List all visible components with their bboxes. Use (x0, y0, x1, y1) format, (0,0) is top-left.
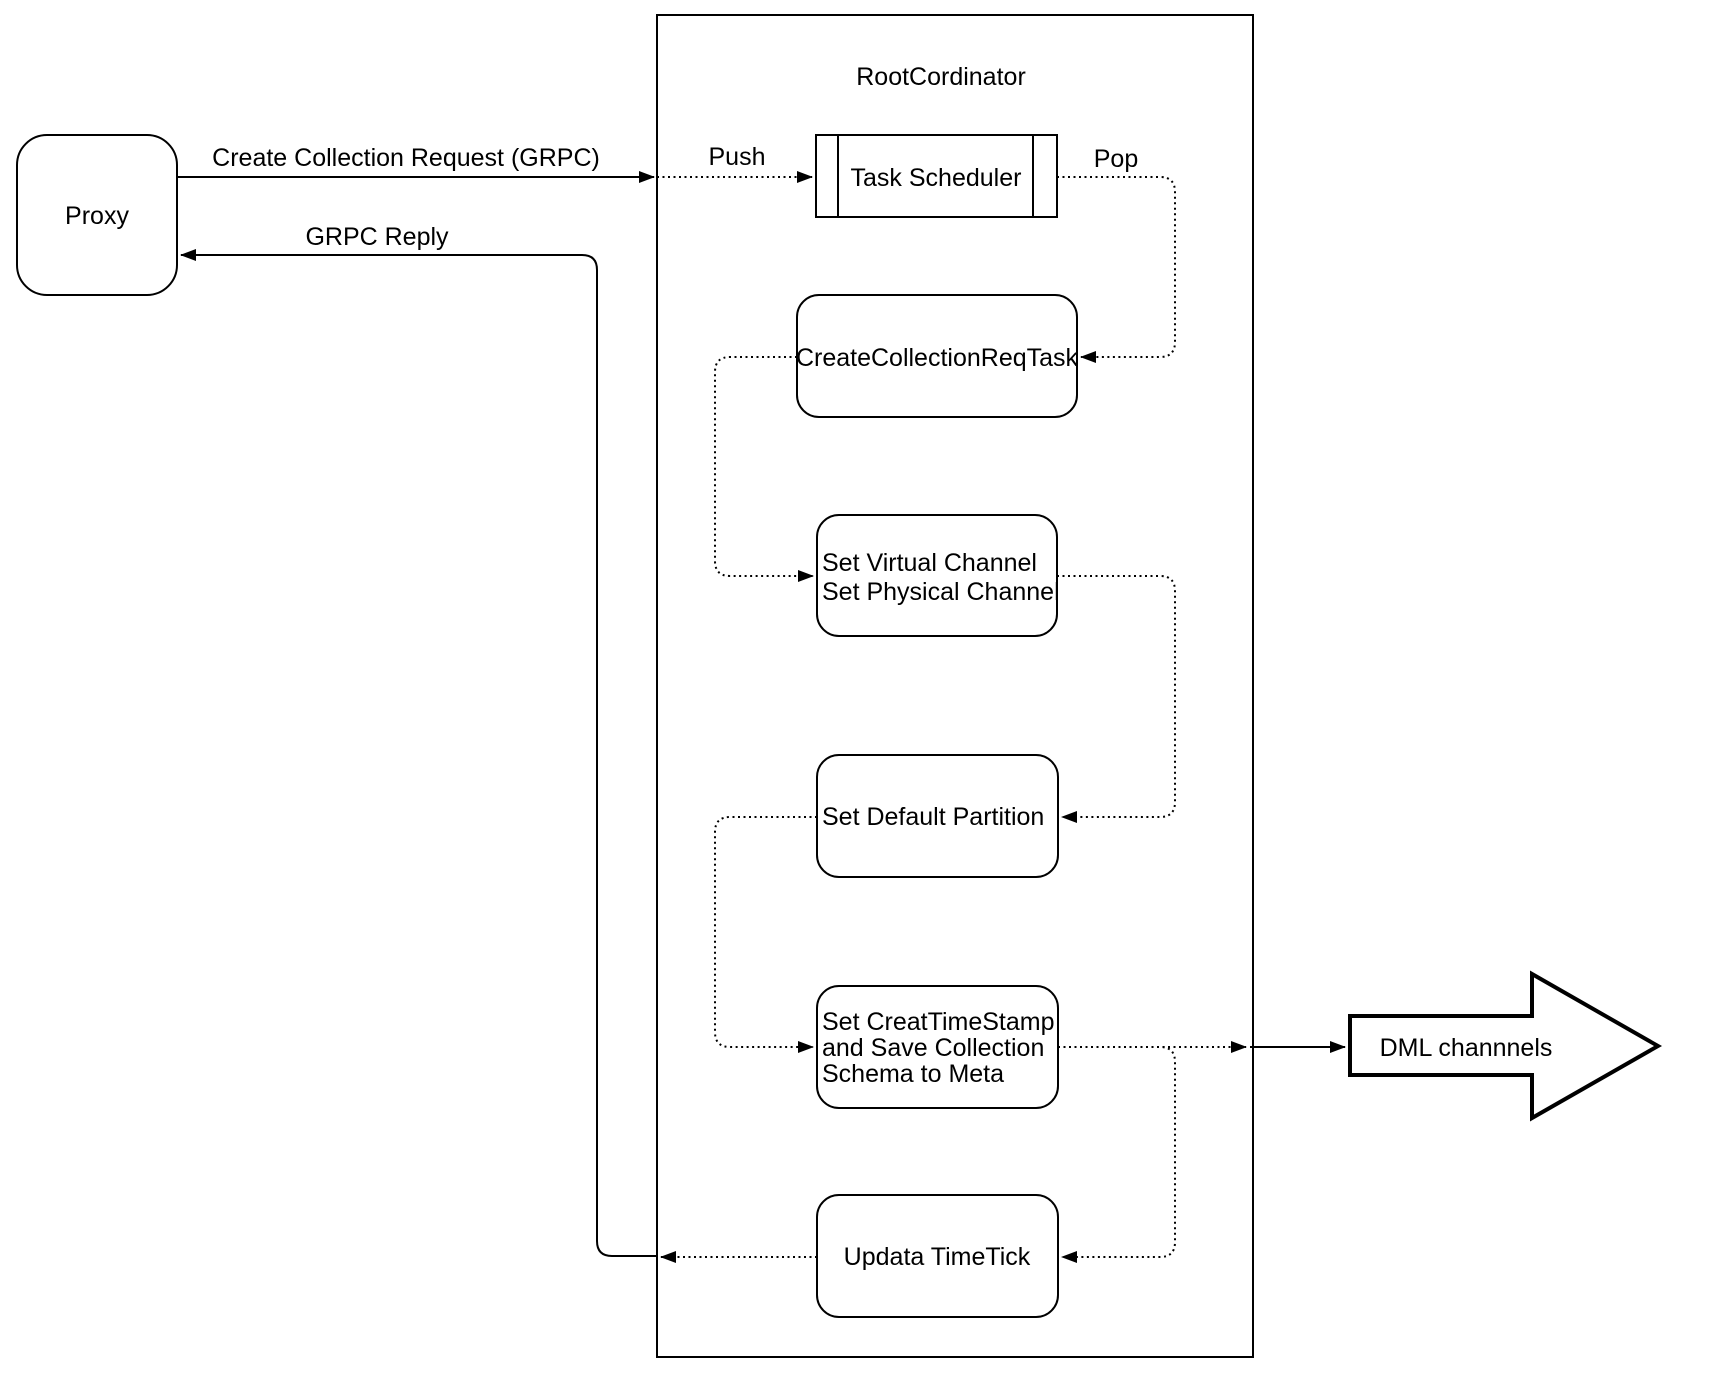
dml-channels-arrow (1348, 970, 1663, 1122)
set-default-partition-label: Set Default Partition (822, 803, 1044, 831)
set-creat-timestamp-label-line1: Set CreatTimeStamp (822, 1008, 1054, 1036)
edge-label-grpc-reply: GRPC Reply (305, 223, 449, 251)
set-creat-timestamp-label-line2: and Save Collection (822, 1034, 1044, 1062)
proxy-node (16, 134, 178, 296)
updata-timetick-label: Updata TimeTick (844, 1243, 1031, 1271)
edge-timestamp-to-timetick (1058, 1046, 1176, 1263)
edge-label-create-collection-request: Create Collection Request (GRPC) (212, 144, 600, 172)
task-scheduler-label: Task Scheduler (851, 164, 1022, 192)
rootcoordinator-title: RootCordinator (856, 63, 1026, 91)
edge-label-push: Push (709, 143, 766, 171)
edge-grpc-reply (180, 249, 657, 1257)
edge-task-to-channel (714, 356, 814, 582)
proxy-label: Proxy (65, 202, 129, 230)
set-channel-label-line1: Set Virtual Channel (822, 549, 1037, 577)
dml-channels-label: DML channnels (1380, 1034, 1553, 1062)
edge-label-pop: Pop (1094, 145, 1138, 173)
task-scheduler-node (815, 134, 1058, 218)
set-channel-label-line2: Set Physical Channel (822, 578, 1060, 606)
set-creat-timestamp-label-line3: Schema to Meta (822, 1060, 1004, 1088)
create-collection-req-task-label: CreateCollectionReqTask (796, 344, 1079, 372)
edge-channel-to-partition (1057, 575, 1176, 823)
rootcoordinator-container (656, 14, 1254, 1358)
